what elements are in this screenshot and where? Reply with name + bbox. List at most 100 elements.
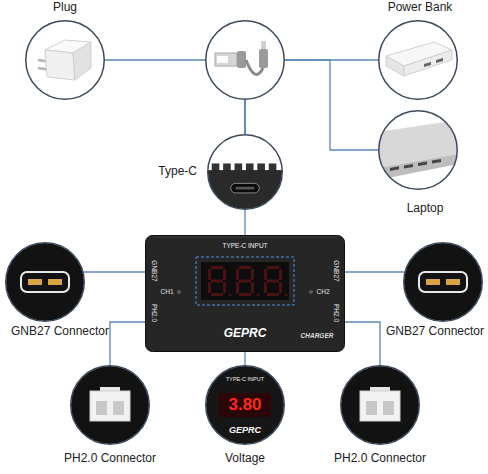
channel-label: CH2 <box>316 288 329 295</box>
connector-slot <box>113 401 124 415</box>
status-led <box>309 290 313 294</box>
display-dot <box>285 294 288 297</box>
laptop-port <box>390 166 399 171</box>
connector-line <box>110 322 145 365</box>
callout-ground <box>207 134 283 210</box>
port-label: TYPE-C INPUT <box>226 376 264 382</box>
display-segment <box>211 280 223 283</box>
charger-body <box>207 170 283 210</box>
display-segment <box>223 282 226 293</box>
display-segment <box>211 293 223 296</box>
display-segment <box>267 266 279 269</box>
node-outline <box>340 365 420 445</box>
connector-pin <box>426 279 440 285</box>
display-segment <box>279 282 282 293</box>
display-window <box>201 262 289 300</box>
callout-picture <box>205 365 285 445</box>
status-led <box>177 290 181 294</box>
bank-front <box>386 56 404 76</box>
callout-picture <box>25 20 105 100</box>
port-label: PH2.0 <box>150 304 157 322</box>
connector-slot <box>366 401 377 415</box>
port-label: GNB27 <box>150 260 157 281</box>
node-outline <box>378 20 458 100</box>
usb-a-body <box>237 51 246 68</box>
vent-ridge <box>257 163 265 171</box>
node-outline <box>70 365 150 445</box>
connector-housing <box>21 272 69 292</box>
callout-ground <box>340 365 420 445</box>
node-outline <box>25 20 105 100</box>
callout-ring <box>71 366 150 445</box>
adapter-front <box>45 50 75 80</box>
channel-label: CH1 <box>160 288 173 295</box>
charger-body: TYPE-C INPUTGNB27CH1PH2.0GNB27CH2PH2.0GE… <box>145 235 345 352</box>
display-dot <box>257 294 260 297</box>
cable-callout <box>205 20 285 100</box>
connector-housing <box>419 272 467 292</box>
connector-pin <box>48 279 62 285</box>
callout-ground <box>205 20 285 100</box>
callout-ground <box>403 242 483 322</box>
display-segment <box>211 266 223 269</box>
type-c-port <box>231 183 260 193</box>
callout-ground <box>25 20 105 100</box>
vent-ridge <box>235 163 243 171</box>
display-segment <box>208 282 211 293</box>
connector-housing <box>90 391 130 421</box>
display-segment <box>239 293 251 296</box>
display-segment <box>251 282 254 293</box>
node-outline <box>378 110 458 190</box>
type-c-body <box>259 49 268 68</box>
voltage-callout: TYPE-C INPUT3.80GEPRCVoltage <box>205 365 285 445</box>
display-segment <box>267 280 279 283</box>
callout-ground <box>5 242 85 322</box>
vent-ridge <box>269 163 277 171</box>
display-highlight-box <box>196 257 294 305</box>
usb-a-shell <box>215 53 237 66</box>
connector-pin <box>28 279 42 285</box>
display-segment <box>223 269 226 280</box>
callout-ground <box>378 20 458 100</box>
callout-label: Power Bank <box>388 1 453 15</box>
plug-callout: Plug <box>25 20 105 100</box>
callout-ring <box>379 111 458 190</box>
usb-cable-picture <box>215 41 268 74</box>
callout-label: GNB27 Connector <box>386 325 484 339</box>
display-segment <box>267 293 279 296</box>
callout-label: Plug <box>53 1 77 15</box>
connector-line <box>345 322 380 365</box>
bank-side <box>404 50 452 76</box>
callout-picture <box>207 134 283 210</box>
brand-logo: GEPRC <box>229 425 261 435</box>
callout-label: PH2.0 Connector <box>64 452 156 466</box>
usb-a-tongue <box>217 56 228 63</box>
callout-ring <box>206 366 285 445</box>
callout-ring <box>206 21 285 100</box>
display-segment <box>236 269 239 280</box>
laptop-callout: Laptop <box>378 110 458 190</box>
vent-ridge <box>223 163 231 171</box>
connector-line <box>84 271 145 272</box>
callout-label: Voltage <box>225 452 265 466</box>
connector-line <box>244 210 245 235</box>
display-segment <box>208 269 211 280</box>
charger-body <box>146 236 345 352</box>
bank-port <box>436 58 443 63</box>
callout-picture <box>340 365 420 445</box>
connector-line <box>345 271 404 272</box>
laptop-port <box>418 161 427 166</box>
display-segment <box>264 282 267 293</box>
bank-port <box>424 62 431 67</box>
display-window <box>219 393 271 417</box>
gnb27-callout: GNB27 Connector <box>5 242 85 322</box>
display-segment <box>236 282 239 293</box>
display-dot <box>229 294 232 297</box>
port-label: GNB27 <box>332 260 339 281</box>
adapter-side <box>73 42 91 80</box>
connector-pin <box>446 279 460 285</box>
node-outline <box>207 134 283 210</box>
callout-label: Laptop <box>407 202 444 216</box>
